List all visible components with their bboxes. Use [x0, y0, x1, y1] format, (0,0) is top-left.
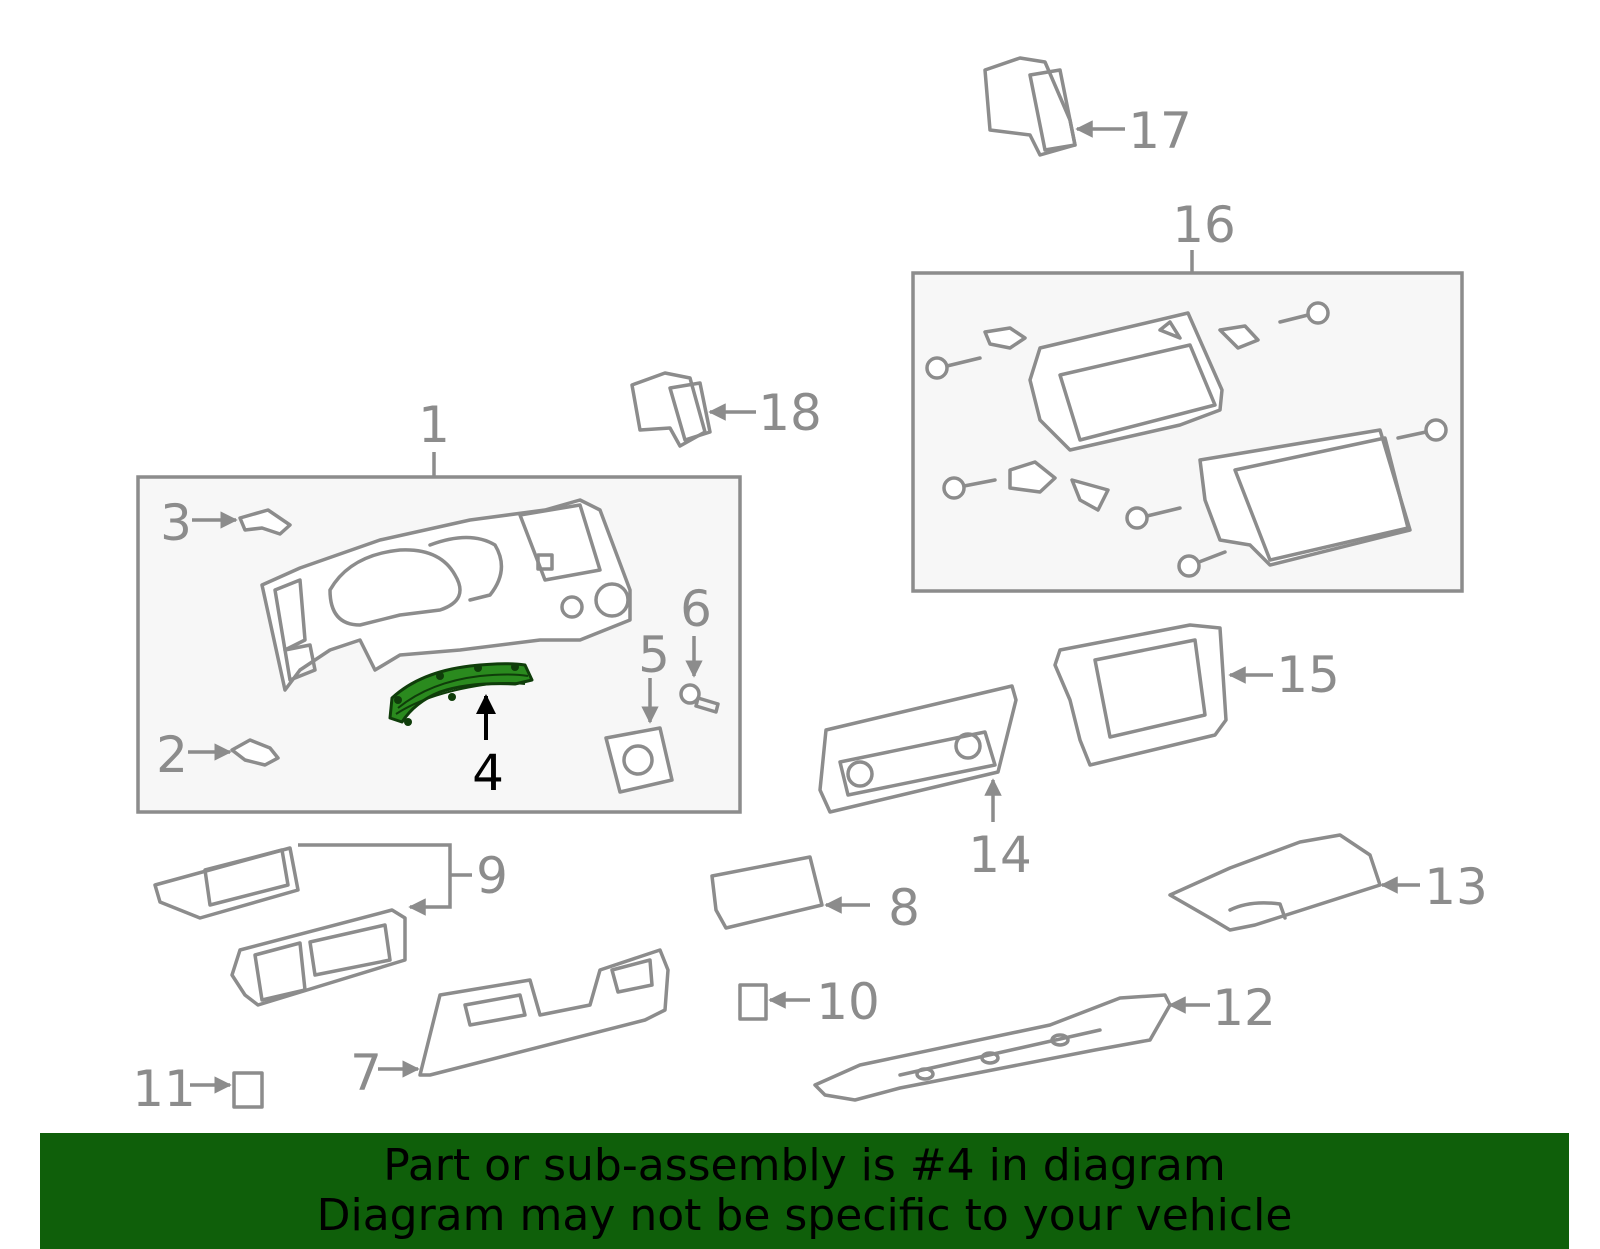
glove-box-bin — [1028, 311, 1224, 452]
part-5-plate: 5 — [604, 626, 674, 794]
callout-8: 8 — [888, 879, 920, 937]
callout-1: 1 — [418, 396, 450, 454]
info-banner: Part or sub-assembly is #4 in diagram Di… — [40, 1133, 1569, 1249]
glove-box-clips — [983, 324, 1260, 512]
callout-11: 11 — [132, 1060, 196, 1118]
glove-box-bolts — [925, 301, 1448, 578]
callout-9: 9 — [476, 847, 508, 905]
glove-box-door — [1198, 428, 1412, 567]
banner-line-2: Diagram may not be specific to your vehi… — [316, 1190, 1293, 1241]
callout-17: 17 — [1128, 102, 1192, 160]
callout-3: 3 — [160, 494, 192, 552]
part-13: 13 — [1168, 833, 1488, 932]
cluster-bezel — [260, 498, 632, 692]
part-10: 10 — [738, 973, 880, 1031]
group-box-1: 1 3 2 — [136, 396, 742, 814]
callout-6: 6 — [680, 580, 712, 638]
callout-15: 15 — [1276, 646, 1340, 704]
callout-14: 14 — [968, 826, 1032, 884]
part-15: 15 — [1053, 623, 1340, 767]
part-18: 18 — [630, 371, 822, 448]
part-8: 8 — [710, 855, 920, 937]
callout-10: 10 — [816, 973, 880, 1031]
part-11: 11 — [132, 1060, 264, 1118]
part-9: 9 — [153, 843, 508, 1007]
part-3-clip: 3 — [160, 494, 292, 552]
callout-18: 18 — [758, 384, 822, 442]
banner-line-1: Part or sub-assembly is #4 in diagram — [383, 1140, 1226, 1191]
part-4-highlighted: 4 — [388, 662, 534, 802]
part-12: 12 — [813, 979, 1276, 1102]
part-17: 17 — [983, 56, 1192, 160]
part-6-bolt: 6 — [679, 580, 720, 714]
part-7: 7 — [350, 948, 670, 1102]
callout-7: 7 — [350, 1044, 382, 1102]
part-2-clip: 2 — [156, 726, 280, 784]
callout-2: 2 — [156, 726, 188, 784]
callout-12: 12 — [1212, 979, 1276, 1037]
callout-5: 5 — [638, 626, 670, 684]
callout-16: 16 — [1172, 196, 1236, 254]
callout-13: 13 — [1424, 858, 1488, 916]
callout-4: 4 — [472, 744, 504, 802]
group-box-16: 16 — [911, 196, 1464, 593]
part-14: 14 — [818, 684, 1032, 884]
